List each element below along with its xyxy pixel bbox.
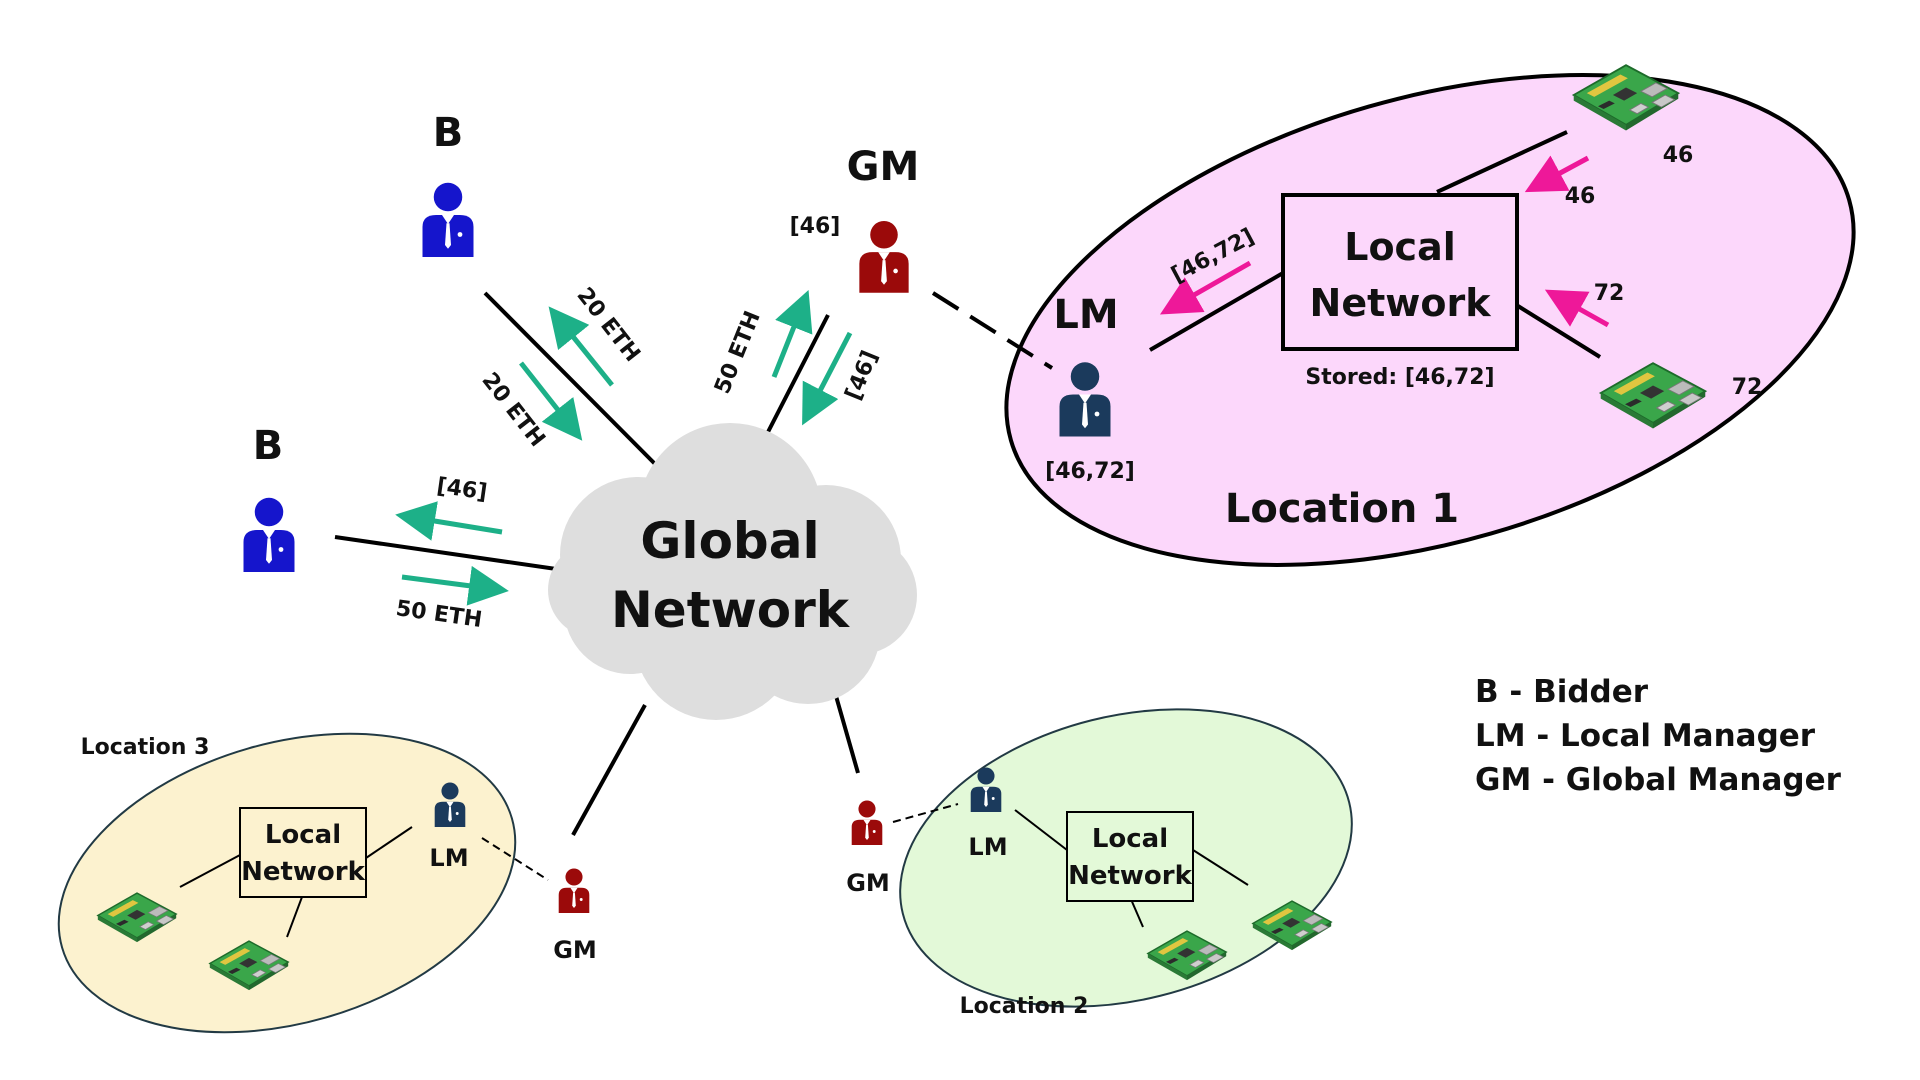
arrow-device-bottom-to-box xyxy=(1544,289,1610,328)
location2-lm-label: LM xyxy=(968,833,1007,861)
arrow-device-bottom-label: 72 xyxy=(1594,281,1625,306)
bidder-top-person-icon xyxy=(422,182,474,257)
legend-item-bidder: B - Bidder xyxy=(1475,674,1649,710)
link-lm-loc1-box xyxy=(1148,271,1285,352)
loc2-link-lm-box xyxy=(1014,809,1068,851)
location1-box-line1: Local xyxy=(1344,225,1456,269)
location3-box-line1: Local xyxy=(265,820,341,850)
link-gm-top-cloud xyxy=(766,314,830,433)
location-lines xyxy=(179,803,1249,938)
location3-box-line2: Network xyxy=(241,857,366,887)
location3-lm-label: LM xyxy=(429,844,468,872)
arrow-bidder-top-out-label: 20 ETH xyxy=(477,368,550,452)
legend: B - Bidder LM - Local Manager GM - Globa… xyxy=(1475,674,1842,798)
loc3-link-box-board-left xyxy=(179,854,241,888)
loc3-link-box-lm xyxy=(365,826,413,859)
location1-stored-label: Stored: [46,72] xyxy=(1305,365,1494,390)
link-bidder-left-cloud xyxy=(334,535,571,573)
location3-name: Location 3 xyxy=(81,735,210,760)
bidder-top-label: B xyxy=(433,110,464,156)
cloud-title-line2: Network xyxy=(611,581,851,639)
location2-local-network-box xyxy=(1066,811,1194,902)
link-bidder-top-cloud xyxy=(483,291,667,476)
location1-lm-value: [46,72] xyxy=(1045,459,1135,484)
gm-top-person-icon xyxy=(859,220,909,293)
location2-name: Location 2 xyxy=(960,994,1089,1019)
transfer-arrows xyxy=(395,290,853,606)
loc3-link-lm-gm xyxy=(481,837,549,881)
location2-gm-label: GM xyxy=(846,869,890,897)
arrow-gm-top-out xyxy=(771,290,813,378)
arrow-gm-top-out-label: 50 ETH xyxy=(710,308,766,398)
location3-gm-label: GM xyxy=(553,936,597,964)
link-box-device-top xyxy=(1436,130,1568,194)
arrow-box-to-lm xyxy=(1159,260,1252,315)
link-box-device-bottom xyxy=(1516,304,1602,359)
arrow-bidder-top-in xyxy=(548,306,614,387)
location1-lm-label: LM xyxy=(1053,292,1118,338)
arrow-bidder-left-out xyxy=(401,565,509,606)
location2-gm-person-icon xyxy=(851,800,883,845)
arrow-gm-top-in-label: [46] xyxy=(841,347,883,403)
arrow-bidder-left-in-label: [46] xyxy=(435,474,489,506)
legend-item-global-manager: GM - Global Manager xyxy=(1475,762,1842,798)
loc3-link-box-board-bottom xyxy=(286,896,303,938)
arrow-bidder-left-in xyxy=(395,501,503,541)
location3-gm-person-icon xyxy=(558,868,590,913)
location1-device-top-value: 46 xyxy=(1663,143,1694,168)
arrow-bidder-left-out-label: 50 ETH xyxy=(394,596,483,633)
loc2-link-gm-lm xyxy=(892,803,959,823)
location3-local-network-box xyxy=(239,807,367,898)
link-gm-top-lm-loc1 xyxy=(931,291,1054,370)
arrow-bidder-top-out xyxy=(519,361,583,441)
bidder-left-person-icon xyxy=(243,497,295,572)
location1-name: Location 1 xyxy=(1225,486,1459,532)
location1-box-line2: Network xyxy=(1310,281,1492,325)
cloud-title-line1: Global xyxy=(640,512,819,570)
location1-local-network-box xyxy=(1281,193,1519,351)
bidder-left-label: B xyxy=(253,423,284,469)
location1-device-bottom-value: 72 xyxy=(1732,375,1763,400)
gm-top-label: GM xyxy=(847,144,920,190)
gm-top-data-label: [46] xyxy=(790,214,841,239)
location2-box-line2: Network xyxy=(1068,861,1193,891)
connection-lines xyxy=(334,130,1602,836)
link-cloud-gm-loc3 xyxy=(571,704,647,836)
legend-item-local-manager: LM - Local Manager xyxy=(1475,718,1816,754)
arrow-device-top-label: 46 xyxy=(1565,184,1596,209)
loc2-link-box-board-right xyxy=(1192,849,1249,886)
arrow-gm-top-in xyxy=(802,331,853,426)
location2-box-line1: Local xyxy=(1092,824,1168,854)
arrow-bidder-top-in-label: 20 ETH xyxy=(572,283,645,367)
arrow-device-top-to-box xyxy=(1524,155,1590,193)
cloud-icon xyxy=(548,423,917,720)
